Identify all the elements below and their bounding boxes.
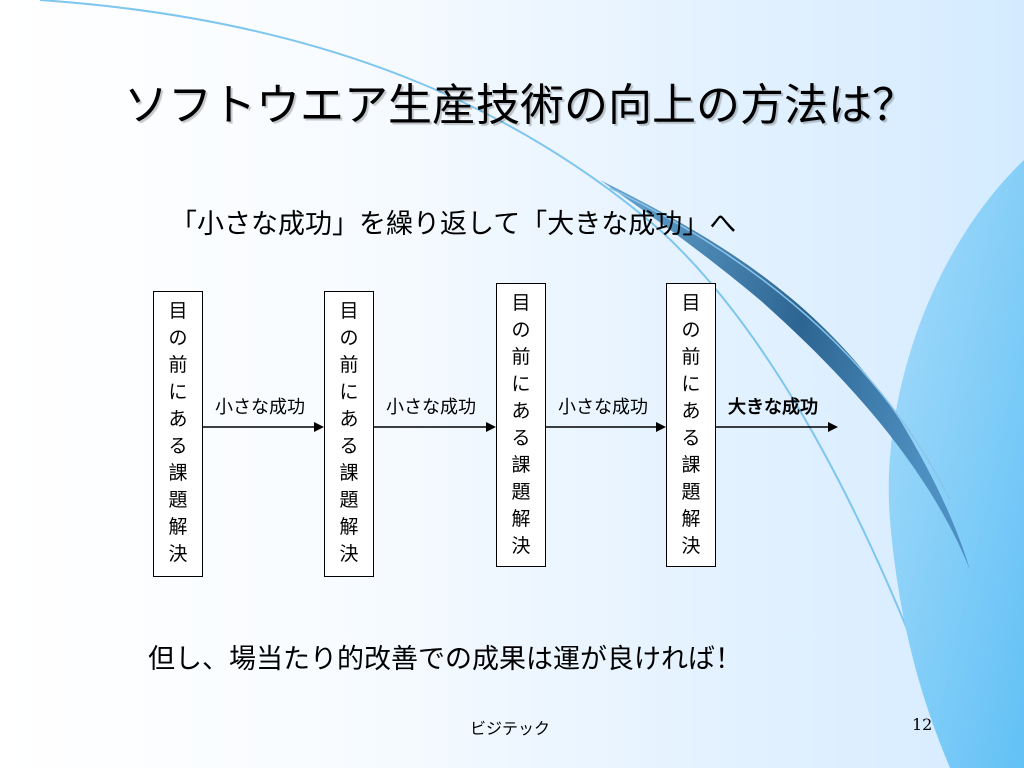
box-char: 題 [681,481,701,503]
swoosh-dark-edge [609,187,951,501]
footer-company: ビジテック [470,719,551,738]
box-char: 解 [511,508,531,530]
box-char: の [681,319,701,341]
box-char: 題 [168,489,188,511]
box-char: あ [511,400,531,422]
box-char: る [339,435,359,457]
box-char: る [168,435,188,457]
box-char: 課 [168,462,188,484]
swoosh-thin-curve [39,0,961,768]
box-char: 決 [681,535,701,557]
box-char: 解 [339,516,359,538]
box-char: 決 [511,535,531,557]
box-char: の [168,327,188,349]
box-char: 決 [168,543,188,565]
box-char: に [681,373,701,395]
task-box-4: 目の前にある課題解決 [666,283,716,567]
box-char: に [511,373,531,395]
box-char: 題 [339,489,359,511]
task-box-3: 目の前にある課題解決 [496,283,546,567]
slide-title: ソフトウエア生産技術の向上の方法は？ [124,80,916,131]
box-char: る [681,427,701,449]
box-char: 目 [339,300,359,322]
box-char: る [511,427,531,449]
box-char: 前 [681,346,701,368]
box-char: あ [168,408,188,430]
box-char: 課 [681,454,701,476]
box-char: 課 [511,454,531,476]
step-label-2: 小さな成功 [386,397,476,418]
box-char: 解 [168,516,188,538]
box-char: 目 [168,300,188,322]
box-char: 解 [681,508,701,530]
box-char: 前 [168,354,188,376]
page-number: 12 [912,715,933,734]
box-char: 前 [511,346,531,368]
box-char: あ [339,408,359,430]
box-char: あ [681,400,701,422]
swoosh-light-band [888,160,1024,768]
box-char: 目 [511,292,531,314]
task-box-1: 目の前にある課題解決 [153,291,203,577]
box-char: 課 [339,462,359,484]
step-label-4: 大きな成功 [728,397,818,418]
step-label-1: 小さな成功 [215,397,305,418]
box-char: 題 [511,481,531,503]
box-char: の [511,319,531,341]
box-char: に [339,381,359,403]
box-char: 前 [339,354,359,376]
caveat-note: 但し、場当たり的改善での成果は運が良ければ！ [148,644,742,675]
slide-subtitle: 「小さな成功」を繰り返して「大きな成功」へ [170,209,737,240]
box-char: 決 [339,543,359,565]
box-char: 目 [681,292,701,314]
box-char: に [168,381,188,403]
task-box-2: 目の前にある課題解決 [324,291,374,577]
box-char: の [339,327,359,349]
step-label-3: 小さな成功 [558,397,648,418]
